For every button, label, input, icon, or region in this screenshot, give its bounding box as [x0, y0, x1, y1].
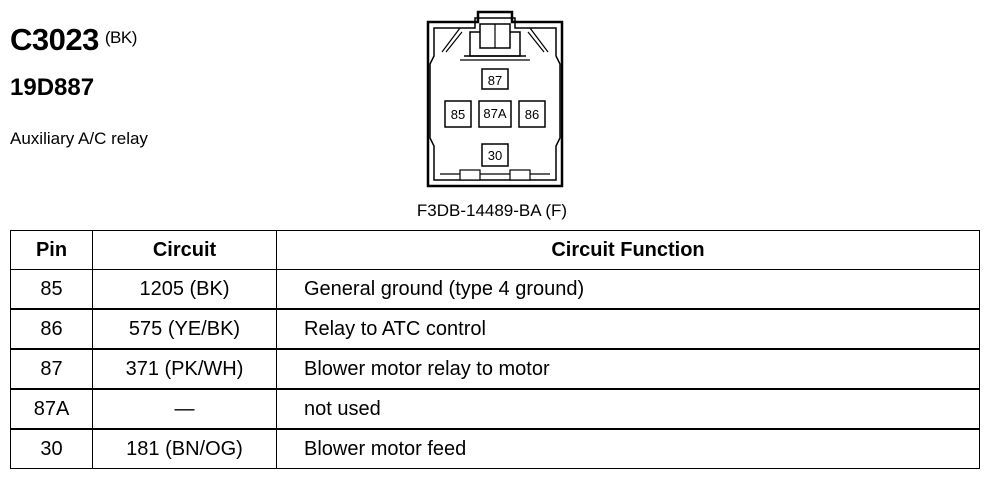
column-header-function: Circuit Function	[276, 230, 980, 270]
pin-label-85: 85	[451, 107, 465, 122]
circuit-cell: —	[92, 388, 277, 430]
connector-title: C3023(BK)	[10, 22, 137, 58]
column-header-pin: Pin	[10, 230, 93, 270]
function-cell: General ground (type 4 ground)	[276, 269, 980, 310]
pin-cell: 85	[10, 269, 93, 310]
part-number: 19D887	[10, 74, 95, 101]
table-row: 30 181 (BN/OG) Blower motor feed	[10, 428, 980, 469]
table-row: 86 575 (YE/BK) Relay to ATC control	[10, 308, 980, 350]
pin-label-86: 86	[525, 107, 539, 122]
connector-face-diagram: 87 85 87A 86 30	[426, 10, 564, 188]
function-cell: Blower motor relay to motor	[276, 348, 980, 390]
table-row: 85 1205 (BK) General ground (type 4 grou…	[10, 269, 980, 310]
circuit-cell: 371 (PK/WH)	[92, 348, 277, 390]
pin-cell: 30	[10, 428, 93, 469]
table-header-row: Pin Circuit Circuit Function	[10, 230, 980, 270]
connector-description: Auxiliary A/C relay	[10, 129, 148, 148]
pin-circuit-table: Pin Circuit Circuit Function 85 1205 (BK…	[10, 230, 980, 469]
function-cell: Relay to ATC control	[276, 308, 980, 350]
pin-label-30: 30	[488, 148, 502, 163]
connector-part-label: F3DB-14489-BA (F)	[416, 201, 568, 220]
circuit-cell: 575 (YE/BK)	[92, 308, 277, 350]
function-cell: Blower motor feed	[276, 428, 980, 469]
pin-label-87: 87	[488, 73, 502, 88]
pin-cell: 86	[10, 308, 93, 350]
connector-color-code: (BK)	[104, 27, 138, 47]
pin-cell: 87A	[10, 388, 93, 430]
pin-cell: 87	[10, 348, 93, 390]
table-row: 87 371 (PK/WH) Blower motor relay to mot…	[10, 348, 980, 390]
circuit-cell: 181 (BN/OG)	[92, 428, 277, 469]
function-cell: not used	[276, 388, 980, 430]
pin-label-87a: 87A	[483, 106, 506, 121]
circuit-cell: 1205 (BK)	[92, 269, 277, 310]
column-header-circuit: Circuit	[92, 230, 277, 270]
connector-id: C3023	[10, 22, 99, 57]
table-row: 87A — not used	[10, 388, 980, 430]
